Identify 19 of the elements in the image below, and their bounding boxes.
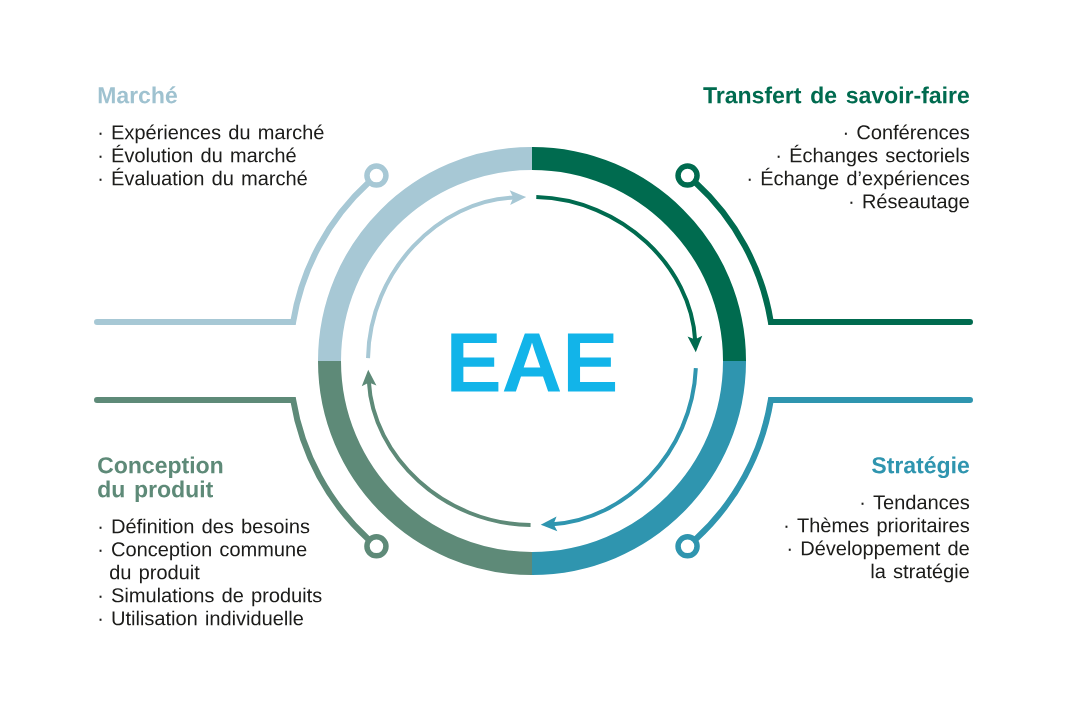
heading: Conception du produit	[98, 456, 223, 502]
heading: Stratégie	[872, 456, 969, 479]
list-item: · Conférences	[844, 124, 970, 140]
list-item: · Simulations de produits	[99, 587, 322, 607]
heading: Marché	[98, 86, 177, 104]
list-item: · Échange d’expériences	[748, 167, 970, 190]
list-item: · Conception commune du produit	[99, 541, 307, 584]
list-item: · Définition des besoins	[99, 518, 310, 534]
list-item: · Échanges sectoriels	[777, 144, 969, 167]
list-item: · Réseautage	[850, 193, 969, 213]
center-title: EAE	[451, 333, 616, 392]
list-item: · Tendances	[861, 494, 970, 510]
list-item: · Développement de la stratégie	[788, 540, 969, 583]
list-item: · Utilisation individuelle	[99, 610, 303, 626]
list-item: · Évolution du marché	[99, 144, 296, 163]
heading: Transfert de savoir-faire	[703, 86, 969, 104]
list-item: · Évaluation du marché	[99, 167, 307, 186]
list-item: · Thèmes prioritaires	[785, 517, 970, 537]
list-item: · Expériences du marché	[99, 124, 324, 144]
